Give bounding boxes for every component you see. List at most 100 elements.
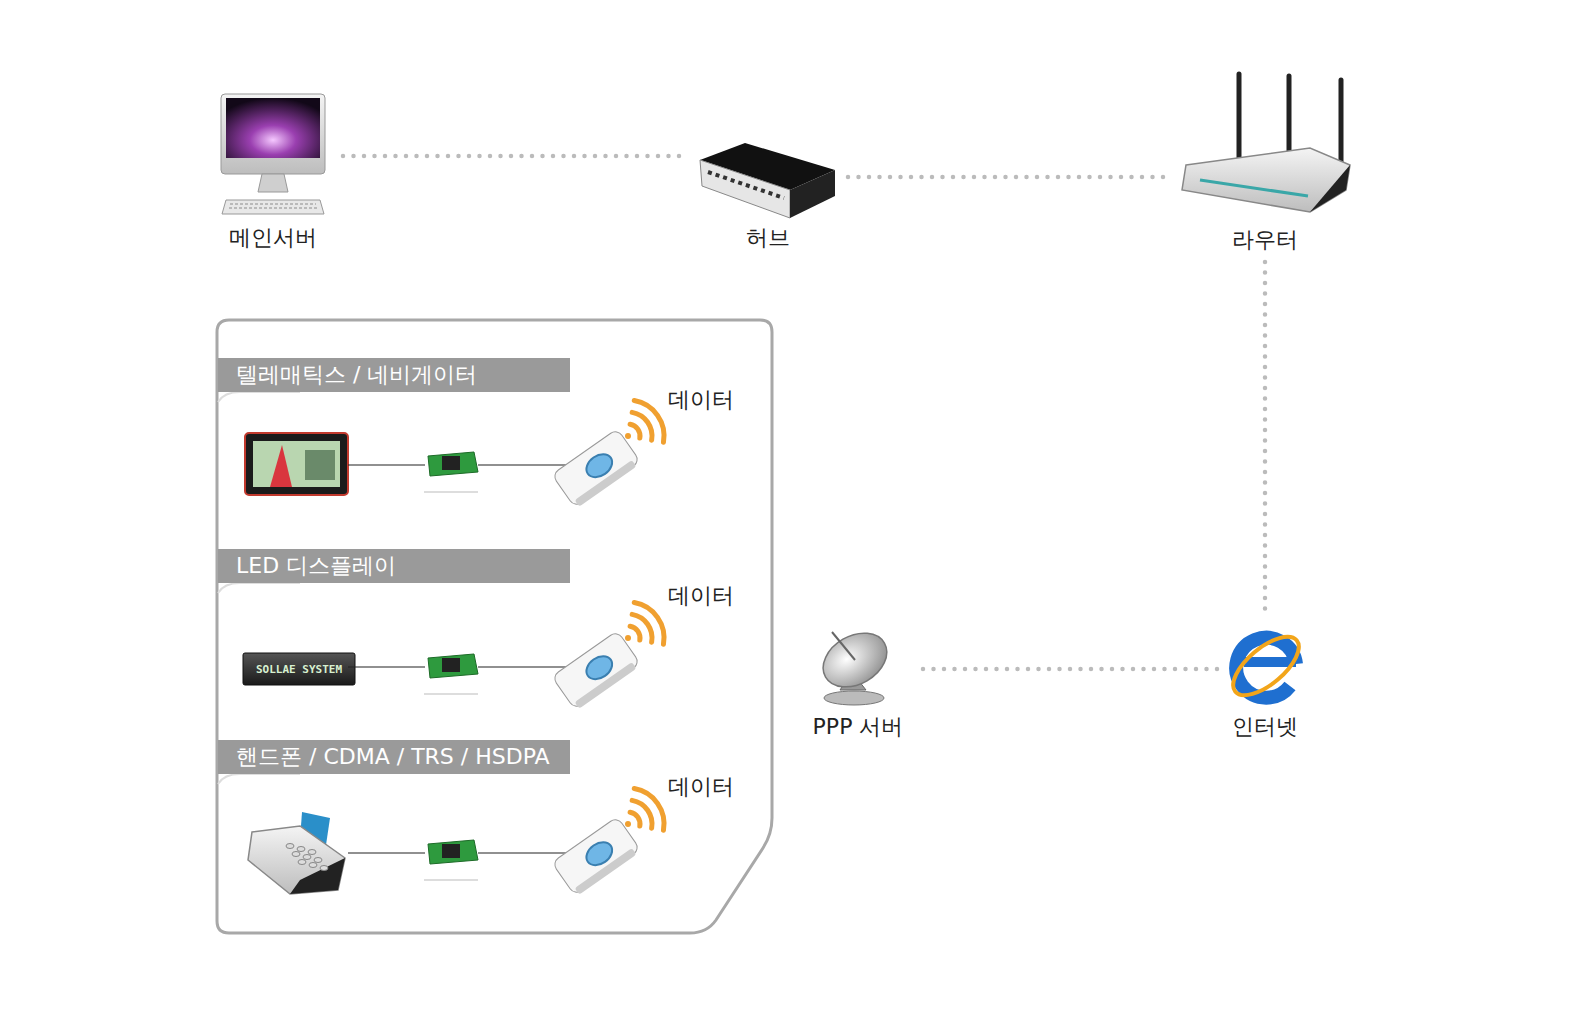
band-title: LED 디스플레이 — [218, 549, 570, 583]
key — [297, 847, 305, 852]
antenna — [1287, 76, 1292, 160]
device-label: 라우터 — [1175, 226, 1355, 254]
module-chip — [442, 456, 460, 470]
module-row — [348, 401, 664, 509]
monitor-screen — [226, 98, 320, 158]
wireless-base — [575, 460, 637, 507]
router-icon — [1182, 74, 1350, 212]
wireless-base — [575, 662, 637, 709]
signal-arc — [634, 603, 664, 645]
dish-base — [824, 691, 884, 705]
device-node: 라우터 — [1175, 70, 1355, 254]
key — [286, 844, 294, 849]
server-icon — [221, 94, 325, 214]
module-shadow — [424, 491, 478, 493]
signal-arc — [632, 412, 652, 440]
signal-dot — [625, 821, 631, 827]
router-stripe — [1200, 180, 1308, 196]
category-band: 텔레매틱스 / 네비게이터 — [218, 358, 570, 392]
module-shadow — [424, 693, 478, 695]
module-row — [348, 789, 664, 897]
router-side — [1310, 165, 1350, 212]
dish — [814, 622, 897, 698]
data-label: 데이터 — [668, 581, 734, 611]
antenna — [1339, 80, 1344, 165]
module-chip — [442, 658, 460, 672]
wire — [348, 464, 425, 465]
band-title: 텔레매틱스 / 네비게이터 — [218, 358, 570, 392]
module-board — [428, 654, 478, 678]
monitor-stand — [258, 174, 288, 192]
key — [314, 858, 322, 863]
device-node: PPP 서버 — [803, 622, 913, 741]
keypad — [286, 844, 328, 871]
internet-icon — [1224, 626, 1308, 705]
category-band: 핸드폰 / CDMA / TRS / HSDPA — [218, 740, 570, 774]
key — [309, 863, 317, 868]
hub-ports — [708, 172, 784, 198]
wire — [348, 666, 425, 667]
hub-side — [790, 170, 835, 218]
terminal-body — [248, 826, 345, 894]
band-title: 핸드폰 / CDMA / TRS / HSDPA — [218, 740, 570, 774]
key — [320, 866, 328, 871]
monitor-body — [221, 94, 325, 174]
antenna — [1237, 74, 1242, 160]
band-shadow — [218, 583, 300, 593]
key — [308, 850, 316, 855]
dotted-link — [848, 175, 1167, 180]
wireless-device — [552, 429, 642, 509]
key — [298, 860, 306, 865]
module-rows — [348, 401, 664, 897]
nav-view — [305, 450, 335, 480]
wire — [478, 666, 566, 667]
signal-arc — [632, 614, 652, 642]
dotted-link — [1263, 262, 1268, 617]
signal-arc — [634, 789, 664, 831]
data-label: 데이터 — [668, 385, 734, 415]
signal-dot — [625, 635, 631, 641]
terminal-base — [290, 858, 345, 894]
keyboard — [222, 200, 324, 214]
dish-icon — [814, 622, 897, 705]
wireless-base — [575, 848, 637, 895]
device-node: 메인서버 — [210, 88, 335, 252]
wireless-body — [552, 429, 640, 508]
signal-arc — [630, 626, 640, 640]
navigation-device — [245, 433, 348, 495]
wire — [478, 852, 566, 853]
dish-feed — [832, 632, 855, 660]
key — [292, 852, 300, 857]
nav-route — [270, 445, 292, 487]
band-shadow — [218, 392, 300, 402]
wireless-body — [552, 817, 640, 896]
signal-arc — [634, 401, 664, 443]
dotted-link — [343, 154, 687, 159]
module-shadow — [424, 879, 478, 881]
device-label: 허브 — [695, 224, 840, 252]
hub-icon — [700, 143, 835, 218]
data-label: 데이터 — [668, 772, 734, 802]
module-board — [428, 452, 478, 476]
signal-arc — [630, 812, 640, 826]
wireless-device — [552, 631, 642, 711]
device-label: 인터넷 — [1225, 713, 1305, 741]
e-bar — [1244, 657, 1296, 667]
module-board — [428, 840, 478, 864]
dotted-link — [921, 667, 1217, 672]
category-band: LED 디스플레이 — [218, 549, 570, 583]
key — [303, 855, 311, 860]
wire — [348, 852, 425, 853]
signal-dot — [625, 433, 631, 439]
hub-front — [700, 160, 790, 218]
device-node: 인터넷 — [1225, 625, 1305, 741]
keyboard-keys — [229, 204, 318, 208]
device-label: 메인서버 — [210, 224, 335, 252]
wireless-body — [552, 631, 640, 710]
signal-arc — [632, 800, 652, 828]
wireless-device — [552, 817, 642, 897]
e-orbit — [1224, 626, 1308, 705]
nav-frame — [245, 433, 348, 495]
